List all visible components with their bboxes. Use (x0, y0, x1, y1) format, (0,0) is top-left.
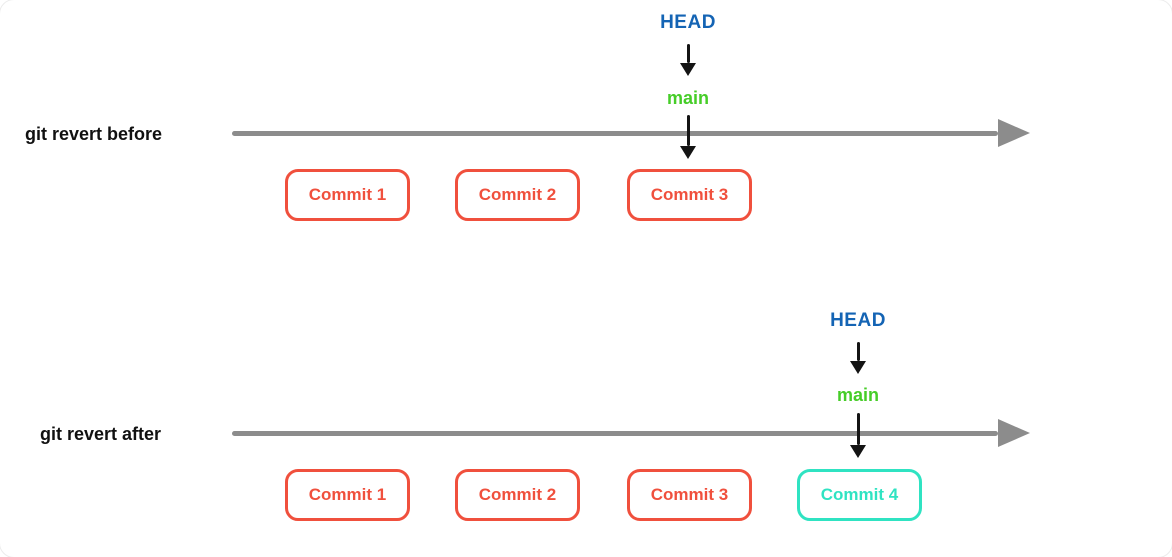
timeline-line (232, 130, 998, 136)
commit-box: Commit 3 (627, 469, 752, 521)
head-label: HEAD (830, 310, 886, 331)
branch-label: main (666, 88, 709, 108)
arrow-shaft (856, 413, 860, 445)
arrow-shaft (686, 44, 690, 63)
down-arrow-icon (680, 115, 696, 159)
commit-label: Commit 3 (650, 185, 729, 204)
commit-box: Commit 2 (455, 169, 580, 221)
row-label-before: git revert before (25, 124, 163, 144)
timeline-arrowhead-icon (998, 119, 1030, 147)
down-arrow-icon (680, 44, 696, 76)
timeline-arrow (232, 418, 1030, 448)
commit-label: Commit 1 (308, 185, 387, 204)
arrow-tip (680, 146, 696, 159)
arrow-shaft (686, 115, 690, 146)
down-arrow-icon (850, 413, 866, 458)
row-label-after: git revert after (40, 424, 162, 444)
commit-label: Commit 1 (308, 485, 387, 504)
commit-box: Commit 1 (285, 169, 410, 221)
arrow-tip (850, 361, 866, 374)
timeline-arrowhead-icon (998, 419, 1030, 447)
commit-box-new: Commit 4 (797, 469, 922, 521)
commit-label: Commit 2 (478, 485, 557, 504)
timeline-arrow (232, 118, 1030, 148)
commit-box: Commit 1 (285, 469, 410, 521)
arrow-tip (850, 445, 866, 458)
commit-label: Commit 3 (650, 485, 729, 504)
commit-box: Commit 3 (627, 169, 752, 221)
head-label: HEAD (660, 12, 716, 33)
commit-box: Commit 2 (455, 469, 580, 521)
commit-label: Commit 4 (820, 485, 899, 504)
timeline-line (232, 430, 998, 436)
commit-label: Commit 2 (478, 185, 557, 204)
down-arrow-icon (850, 342, 866, 374)
arrow-tip (680, 63, 696, 76)
arrow-shaft (856, 342, 860, 361)
branch-label: main (836, 385, 879, 405)
